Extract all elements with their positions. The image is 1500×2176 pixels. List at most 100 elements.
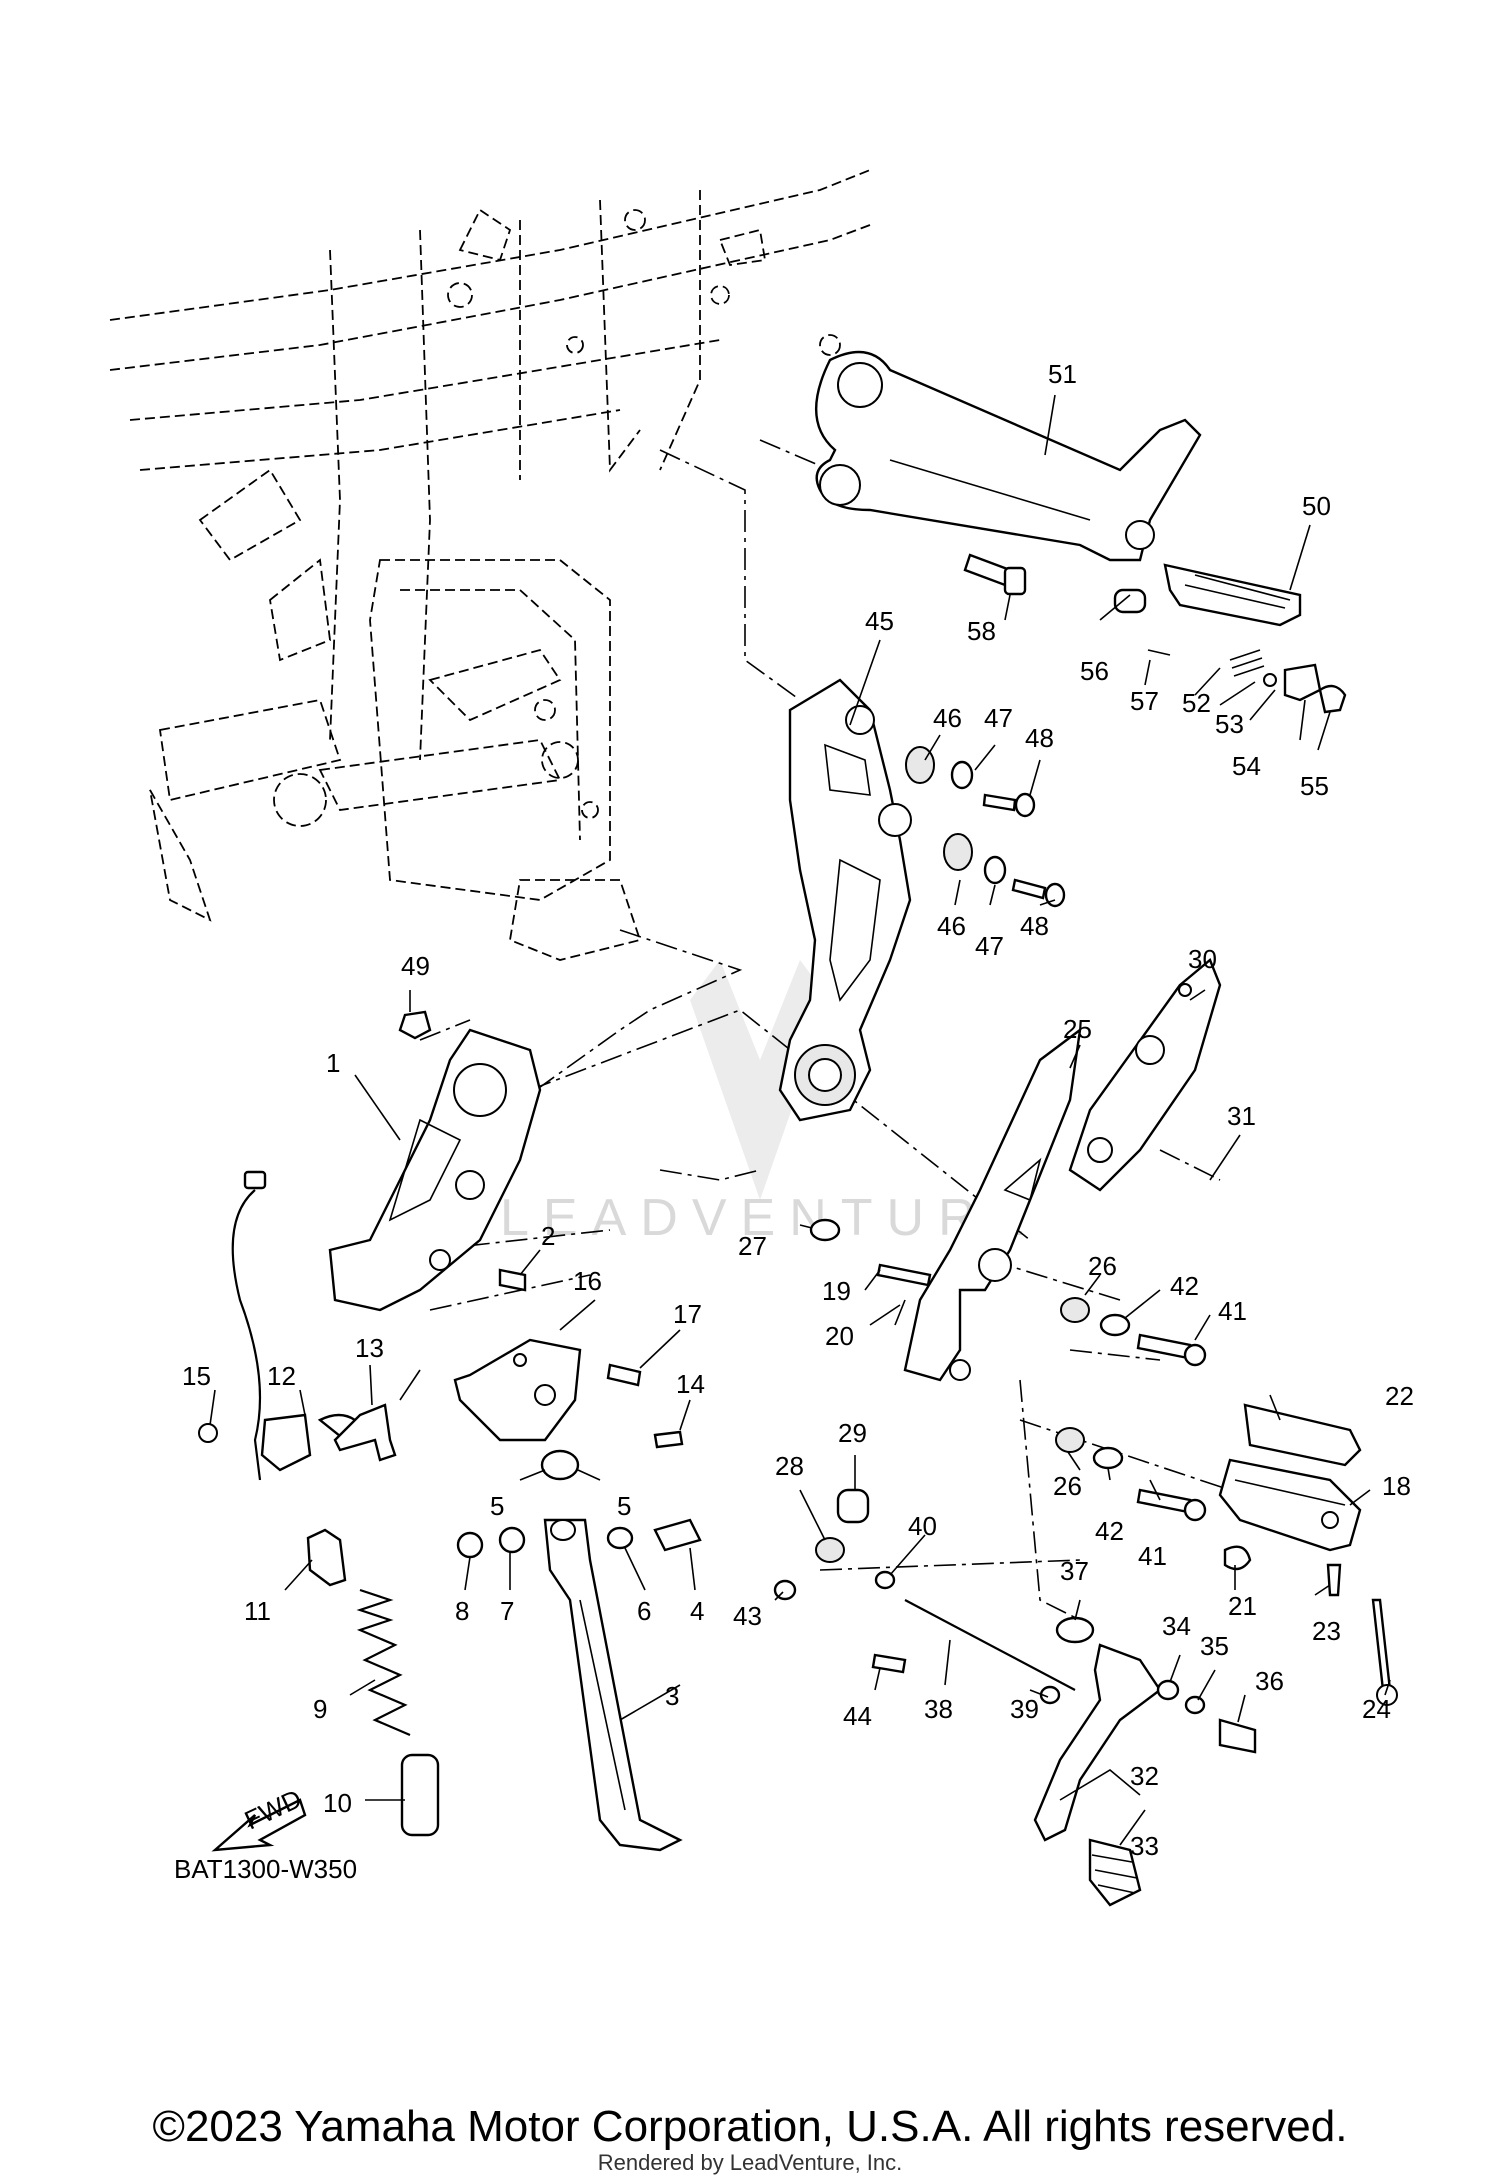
callout-42b: 42 (1095, 1516, 1124, 1546)
callout-43: 43 (733, 1601, 762, 1631)
callout-14: 14 (676, 1369, 705, 1399)
part-49-nut (398, 1010, 432, 1040)
part-20-cotter (894, 1299, 906, 1326)
callout-23: 23 (1312, 1616, 1341, 1646)
callout-46b: 46 (937, 911, 966, 941)
part-29-cap (836, 1488, 870, 1524)
part-5-washer (540, 1449, 580, 1481)
part-30-heel-guard (1068, 958, 1222, 1192)
callout-17: 17 (673, 1299, 702, 1329)
callout-47b: 47 (975, 931, 1004, 961)
part-13-plate (333, 1403, 397, 1462)
pivot-hardware-upper (1060, 1297, 1207, 1367)
callout-53: 53 (1215, 709, 1244, 739)
part-45-bracket-plate (778, 678, 912, 1122)
callout-46: 46 (933, 703, 962, 733)
callout-25: 25 (1063, 1014, 1092, 1044)
sidestand-switch-harness (198, 1170, 357, 1481)
part-1-sidestand-bracket (328, 1028, 542, 1312)
part-58-bolt (963, 553, 1027, 596)
callout-18: 18 (1382, 1471, 1411, 1501)
callout-20: 20 (825, 1321, 854, 1351)
frame (109, 169, 871, 961)
callout-6: 6 (637, 1596, 651, 1626)
callout-2: 2 (541, 1221, 555, 1251)
callout-8: 8 (455, 1596, 469, 1626)
part-17-bolt (606, 1363, 642, 1387)
callout-58: 58 (967, 616, 996, 646)
callout-5a: 5 (490, 1491, 504, 1521)
callout-21: 21 (1228, 1591, 1257, 1621)
sidestand-pivot-hardware (456, 1518, 702, 1559)
part-40-washer (874, 1570, 896, 1590)
callout-4: 4 (690, 1596, 704, 1626)
part-3-sidestand (543, 1518, 683, 1852)
part-25-bracket (903, 1027, 1082, 1382)
fwd-arrow-icon: FWD (211, 1783, 307, 1852)
callout-11: 11 (244, 1596, 271, 1626)
part-51-rear-footrest-bracket (814, 350, 1202, 562)
part-2-bolt (498, 1268, 527, 1292)
callout-16: 16 (573, 1266, 602, 1296)
callout-37: 37 (1060, 1556, 1089, 1586)
callout-27: 27 (738, 1231, 767, 1261)
part-11-plate (306, 1528, 347, 1587)
callout-42a: 42 (1170, 1271, 1199, 1301)
callout-36: 36 (1255, 1666, 1284, 1696)
callout-40: 40 (908, 1511, 937, 1541)
watermark: LEADVENTURE (500, 960, 1038, 1247)
callout-3: 3 (665, 1681, 679, 1711)
part-38-rod (904, 1599, 1076, 1691)
part-35-clip (1184, 1695, 1206, 1715)
part-37-washer (1055, 1616, 1095, 1644)
part-21-spring (1223, 1545, 1252, 1571)
callout-48b: 48 (1020, 911, 1049, 941)
part-27-bushing (809, 1218, 841, 1242)
callout-56: 56 (1080, 656, 1109, 686)
callout-54: 54 (1232, 751, 1261, 781)
callout-28: 28 (775, 1451, 804, 1481)
part-9-spring (356, 1588, 411, 1737)
part-10-sleeve (400, 1753, 440, 1837)
callout-44: 44 (843, 1701, 872, 1731)
callout-5b: 5 (617, 1491, 631, 1521)
part-24-pin (1371, 1598, 1392, 1692)
callout-32: 32 (1130, 1761, 1159, 1791)
pivot-hardware-lower (1055, 1427, 1207, 1522)
callout-41b: 41 (1138, 1541, 1167, 1571)
part-32-shift-lever (1033, 1643, 1162, 1842)
callout-24: 24 (1362, 1694, 1391, 1724)
callout-13: 13 (355, 1333, 384, 1363)
rendered-by-notice: Rendered by LeadVenture, Inc. (597, 2150, 903, 2175)
part-16-bracket (453, 1338, 582, 1442)
callout-33: 33 (1130, 1831, 1159, 1861)
callout-45: 45 (865, 606, 894, 636)
watermark-text: LEADVENTURE (500, 1189, 1038, 1247)
bracket-hardware (905, 746, 1066, 908)
callout-labels: 51 50 45 46 47 48 46 47 48 58 56 57 52 5… (182, 359, 1414, 1861)
callout-47: 47 (984, 703, 1013, 733)
callout-41a: 41 (1218, 1296, 1247, 1326)
callout-19: 19 (822, 1276, 851, 1306)
callout-22: 22 (1385, 1381, 1414, 1411)
part-23-screw (1326, 1563, 1342, 1597)
callout-55: 55 (1300, 771, 1329, 801)
callout-30: 30 (1188, 944, 1217, 974)
callout-48: 48 (1025, 723, 1054, 753)
part-36-bolt (1218, 1718, 1257, 1754)
callout-34: 34 (1162, 1611, 1191, 1641)
callout-49: 49 (401, 951, 430, 981)
callout-26b: 26 (1053, 1471, 1082, 1501)
callout-38: 38 (924, 1694, 953, 1724)
part-22-rubber (1243, 1403, 1362, 1467)
callout-leaders (209, 394, 1391, 1846)
callout-26a: 26 (1088, 1251, 1117, 1281)
part-19-pin (876, 1263, 932, 1287)
part-50-rear-footpeg (1163, 563, 1302, 627)
rear-footpeg-hardware (1113, 588, 1347, 714)
callout-50: 50 (1302, 491, 1331, 521)
callout-52: 52 (1182, 688, 1211, 718)
part-14-bolt (653, 1430, 684, 1449)
callout-1: 1 (326, 1048, 340, 1078)
